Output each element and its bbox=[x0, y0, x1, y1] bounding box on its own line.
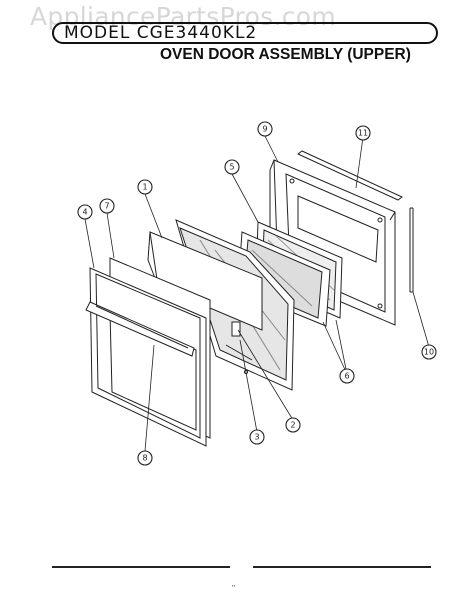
callout-5: 5 bbox=[224, 159, 240, 175]
svg-text:7: 7 bbox=[104, 202, 109, 211]
svg-text:10: 10 bbox=[424, 348, 434, 357]
leader-lines bbox=[84, 135, 430, 452]
svg-text:2: 2 bbox=[290, 421, 295, 430]
callout-6: 6 bbox=[339, 368, 355, 384]
watermark: AppliancePartsPros.com bbox=[30, 2, 337, 31]
callout-1: 1 bbox=[137, 179, 153, 195]
svg-text:11: 11 bbox=[358, 129, 368, 138]
diagram-title: OVEN DOOR ASSEMBLY (UPPER) bbox=[160, 46, 411, 63]
callout-9: 9 bbox=[257, 121, 273, 137]
svg-text:6: 6 bbox=[344, 372, 349, 381]
svg-text:3: 3 bbox=[254, 433, 259, 442]
svg-text:4: 4 bbox=[82, 208, 87, 217]
callout-7: 7 bbox=[99, 198, 115, 214]
footer-rule-right bbox=[253, 566, 431, 568]
side-strip bbox=[409, 207, 414, 293]
svg-text:8: 8 bbox=[142, 454, 147, 463]
callout-11: 11 bbox=[355, 125, 371, 141]
top-trim-strip bbox=[297, 150, 403, 201]
callout-2: 2 bbox=[285, 417, 301, 433]
callout-10: 10 bbox=[421, 344, 437, 360]
door-handle bbox=[85, 301, 195, 357]
footer-rule-left bbox=[52, 566, 230, 568]
callout-8: 8 bbox=[137, 450, 153, 466]
svg-text:1: 1 bbox=[142, 183, 147, 192]
callout-4: 4 bbox=[77, 204, 93, 220]
svg-text:9: 9 bbox=[262, 125, 267, 134]
footer-mark: '' bbox=[232, 584, 236, 593]
model-label: MODEL CGE3440KL2 bbox=[52, 22, 438, 44]
callout-3: 3 bbox=[249, 429, 265, 445]
svg-text:5: 5 bbox=[229, 163, 234, 172]
